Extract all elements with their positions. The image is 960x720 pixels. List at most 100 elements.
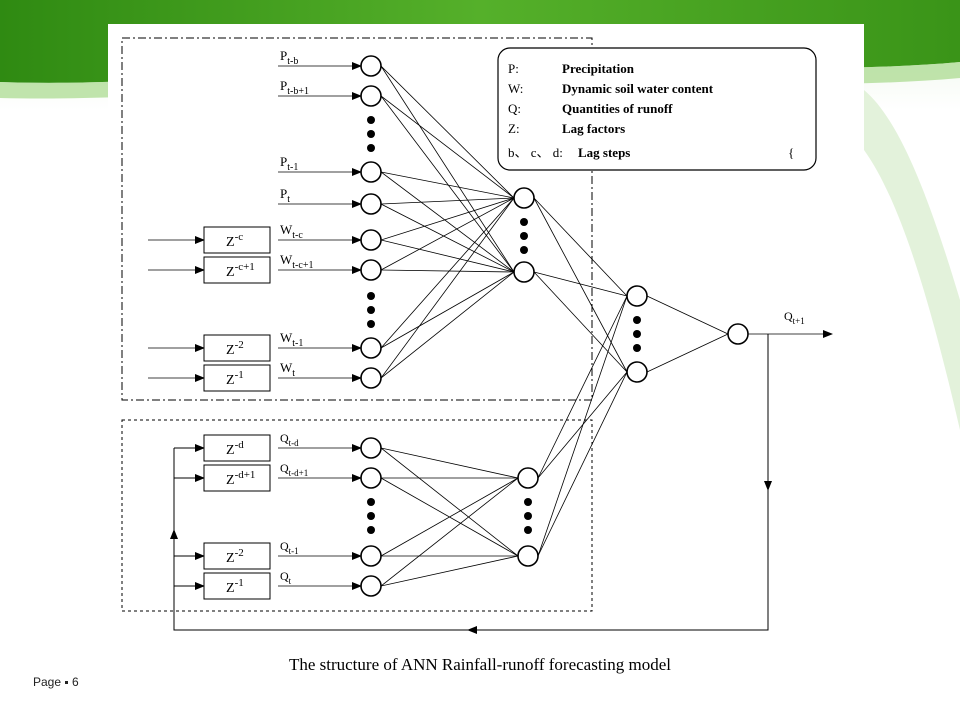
legend-key: Z: xyxy=(508,121,520,136)
legend-key: P: xyxy=(508,61,519,76)
input-neuron xyxy=(360,193,382,215)
connection-line xyxy=(380,171,515,273)
page-footer: Page 6 xyxy=(33,675,79,689)
connection-line xyxy=(533,197,628,297)
connection-line xyxy=(380,271,515,349)
footer-bullet-icon xyxy=(65,681,69,685)
input-label-p: Pt-1 xyxy=(280,154,298,173)
input-label-q: Qt-1 xyxy=(280,539,299,556)
delay-box xyxy=(203,334,271,362)
input-label-w: Wt-c xyxy=(280,222,303,241)
delay-box xyxy=(203,542,271,570)
hidden-neuron xyxy=(517,545,539,567)
connection-line xyxy=(533,197,628,373)
connection-line xyxy=(646,333,729,373)
page-number: 6 xyxy=(72,675,79,689)
connection-line xyxy=(533,271,628,373)
hidden-neuron xyxy=(513,187,535,209)
ellipsis-dot xyxy=(367,512,375,520)
connection-line xyxy=(380,203,515,273)
connection-line xyxy=(380,477,519,587)
delay-box-label: Z-c xyxy=(226,231,243,250)
legend-text: Precipitation xyxy=(562,61,635,76)
connection-line xyxy=(380,171,515,199)
connection-line xyxy=(380,555,519,587)
input-label-p: Pt-b+1 xyxy=(280,78,309,97)
ellipsis-dot xyxy=(367,526,375,534)
input-neuron xyxy=(360,259,382,281)
input-group-frame-q xyxy=(121,419,593,612)
ellipsis-dot xyxy=(520,246,528,254)
hidden-neuron xyxy=(626,361,648,383)
connection-line xyxy=(537,295,628,557)
input-label-w: Wt-c+1 xyxy=(280,252,313,271)
delay-box xyxy=(203,364,271,392)
input-neuron xyxy=(360,161,382,183)
connection-line xyxy=(380,197,515,379)
connection-line xyxy=(537,295,628,479)
delay-box-label: Z-2 xyxy=(226,339,244,358)
legend-key: W: xyxy=(508,81,523,96)
ellipsis-dot xyxy=(520,232,528,240)
footer-label: Page xyxy=(33,675,62,689)
delay-box xyxy=(203,464,271,492)
input-neuron xyxy=(360,437,382,459)
legend-text: Dynamic soil water content xyxy=(562,81,714,96)
input-neuron xyxy=(360,367,382,389)
delay-box-label: Z-2 xyxy=(226,547,244,566)
connection-line xyxy=(537,371,628,557)
connection-line xyxy=(380,197,515,349)
connection-line xyxy=(533,271,628,297)
delay-box xyxy=(203,226,271,254)
legend-text: Lag steps xyxy=(578,145,630,160)
delay-box xyxy=(203,572,271,600)
input-neuron xyxy=(360,229,382,251)
ellipsis-dot xyxy=(367,292,375,300)
delay-box-label: Z-d+1 xyxy=(226,469,255,488)
ellipsis-dot xyxy=(367,320,375,328)
delay-box-label: Z-1 xyxy=(226,577,244,596)
delay-box-label: Z-c+1 xyxy=(226,261,255,280)
hidden-neuron xyxy=(513,261,535,283)
delay-box xyxy=(203,434,271,462)
connection-line xyxy=(380,65,515,273)
ellipsis-dot xyxy=(367,306,375,314)
ellipsis-dot xyxy=(367,144,375,152)
input-group-frame-pw xyxy=(121,37,593,401)
input-label-q: Qt-d xyxy=(280,431,299,448)
connection-line xyxy=(380,477,519,557)
ellipsis-dot xyxy=(524,526,532,534)
connection-line xyxy=(380,197,515,205)
hidden-neuron xyxy=(517,467,539,489)
connection-line xyxy=(646,295,729,335)
input-label-w: Wt-1 xyxy=(280,330,303,349)
connection-line xyxy=(380,447,519,557)
ellipsis-dot xyxy=(524,512,532,520)
input-neuron xyxy=(360,85,382,107)
input-neuron xyxy=(360,575,382,597)
input-label-q: Qt xyxy=(280,569,292,586)
ellipsis-dot xyxy=(367,130,375,138)
ellipsis-dot xyxy=(633,316,641,324)
connection-line xyxy=(380,95,515,273)
input-neuron xyxy=(360,467,382,489)
input-label-q: Qt-d+1 xyxy=(280,461,308,478)
figure-caption: The structure of ANN Rainfall-runoff for… xyxy=(288,655,672,674)
connection-line xyxy=(380,197,515,241)
ellipsis-dot xyxy=(367,498,375,506)
input-label-p: Pt xyxy=(280,186,290,205)
delay-box-label: Z-d xyxy=(226,439,244,458)
connection-line xyxy=(380,197,515,271)
ellipsis-dot xyxy=(633,330,641,338)
connection-line xyxy=(380,239,515,273)
connection-line xyxy=(380,447,519,479)
legend-text: Lag factors xyxy=(562,121,625,136)
legend-key: Q: xyxy=(508,101,521,116)
output-neuron xyxy=(727,323,749,345)
input-neuron xyxy=(360,55,382,77)
connection-line xyxy=(380,271,515,379)
legend-stray-mark: { xyxy=(788,145,794,160)
legend-text: Quantities of runoff xyxy=(562,101,673,116)
